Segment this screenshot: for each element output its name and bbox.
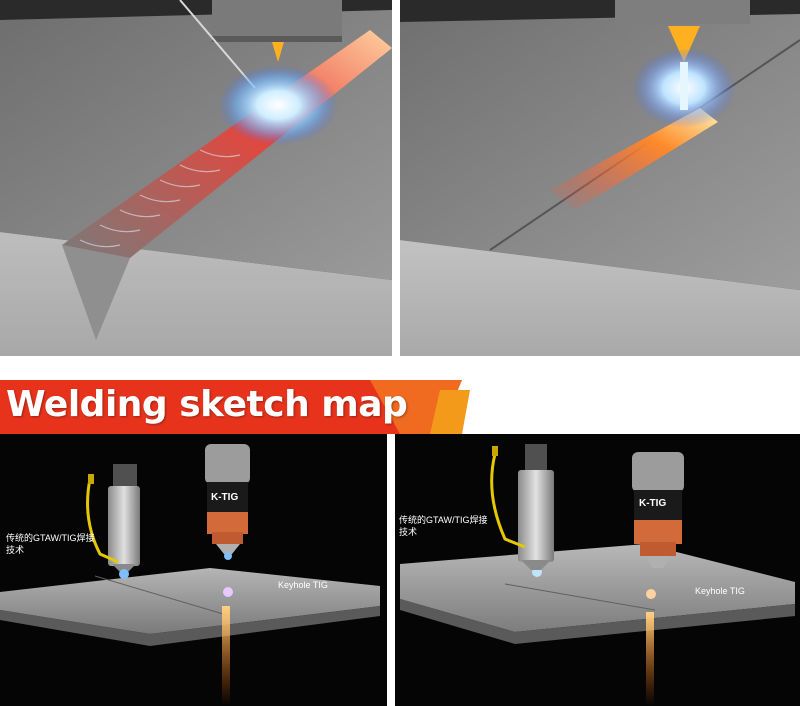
- torch-comparison-render-right: [395, 434, 800, 706]
- keyhole-weld-render: [400, 0, 800, 356]
- torch-comparison-render-left: [0, 434, 387, 706]
- title-banner: Welding sketch map: [0, 380, 800, 434]
- ktig-brand-label: K-TIG: [639, 498, 667, 509]
- ktig-brand-label: K-TIG: [211, 492, 239, 503]
- top-left-illustration: [0, 0, 392, 356]
- traditional-tig-label: 传统的GTAW/TIG焊接技术: [399, 515, 488, 537]
- panel-divider: [392, 0, 400, 356]
- keyhole-tig-label: Keyhole TIG: [278, 580, 328, 590]
- banner-shape: [0, 380, 470, 434]
- traditional-tig-label: 传统的GTAW/TIG焊接技术: [6, 533, 95, 555]
- bottom-right-illustration: K-TIG 传统的GTAW/TIG焊接技术 Keyhole TIG: [395, 434, 800, 706]
- bottom-left-illustration: K-TIG 传统的GTAW/TIG焊接技术 Keyhole TIG: [0, 434, 387, 706]
- keyhole-tig-label: Keyhole TIG: [695, 586, 745, 596]
- top-right-illustration: [400, 0, 800, 356]
- weld-bead-render: [0, 0, 392, 356]
- banner-title: Welding sketch map: [6, 384, 408, 425]
- panel-divider-bottom: [387, 434, 395, 706]
